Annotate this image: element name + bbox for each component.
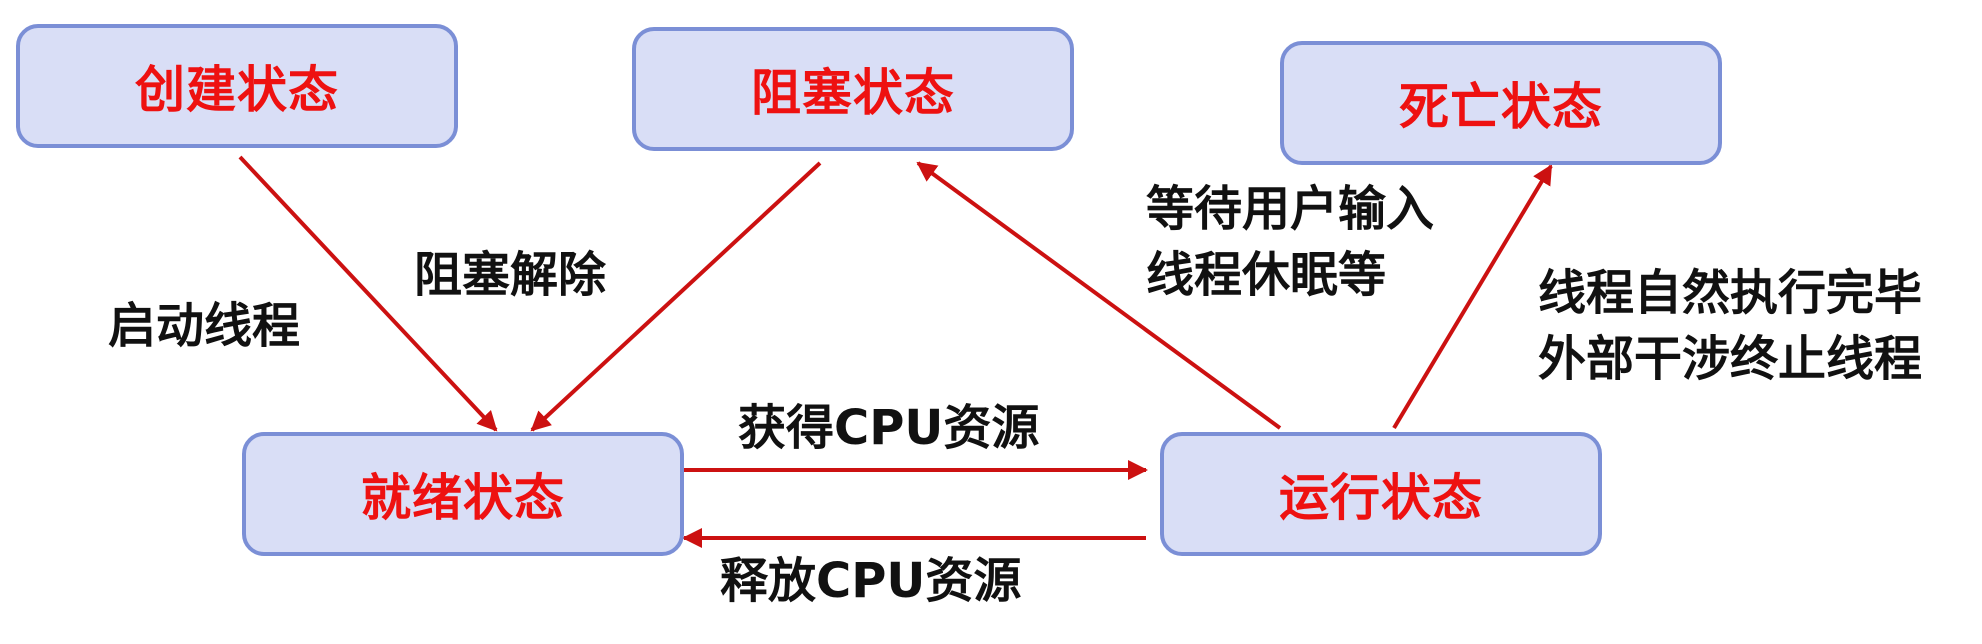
arrow-running-to-terminated — [1392, 164, 1553, 430]
label-release-cpu: 释放CPU资源 — [720, 553, 1022, 609]
label-terminate: 线程自然执行完毕 外部干涉终止线程 — [1538, 260, 1922, 392]
state-running: 运行状态 — [1160, 432, 1602, 556]
state-running-label: 运行状态 — [1279, 469, 1483, 527]
arrow-blocked-to-ready — [530, 161, 822, 432]
state-terminated-label: 死亡状态 — [1399, 78, 1603, 136]
label-unblock: 阻塞解除 — [414, 247, 607, 303]
state-new: 创建状态 — [16, 24, 458, 148]
state-ready: 就绪状态 — [242, 432, 684, 556]
state-new-label: 创建状态 — [135, 61, 339, 119]
label-get-cpu: 获得CPU资源 — [738, 400, 1040, 456]
state-blocked-label: 阻塞状态 — [751, 64, 955, 122]
label-terminate-line1: 线程自然执行完毕 — [1538, 265, 1923, 321]
state-blocked: 阻塞状态 — [632, 27, 1074, 151]
arrow-running-to-blocked — [916, 161, 1282, 430]
label-wait-input-line1: 等待用户输入 — [1146, 181, 1435, 237]
label-wait-input-line2: 线程休眠等 — [1146, 247, 1387, 303]
label-terminate-line2: 外部干涉终止线程 — [1538, 331, 1923, 387]
arrow-new-to-ready — [238, 155, 498, 432]
label-start-thread: 启动线程 — [108, 298, 301, 354]
label-wait-input: 等待用户输入 线程休眠等 — [1146, 176, 1434, 308]
state-terminated: 死亡状态 — [1280, 41, 1722, 165]
state-ready-label: 就绪状态 — [361, 469, 565, 527]
